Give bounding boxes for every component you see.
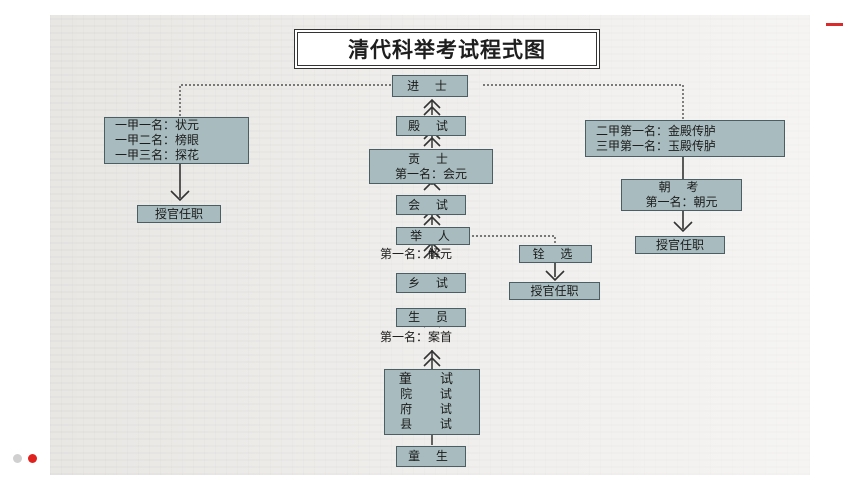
node-gongshi-title: 贡 士 [408, 151, 454, 166]
node-tongshi-yuanshi: 院 试 [400, 387, 464, 401]
juren-first-caption: 第一名：解元 [380, 247, 453, 261]
yijia-tanhua: 一甲三名：探花 [115, 148, 200, 162]
node-shengyuan: 生 员 [396, 308, 466, 327]
diagram-slide: 清代科举考试程式图 进 士 殿 试 贡 士 第一名：会元 会 试 举 人 第一名… [50, 15, 810, 475]
yijia-zhuangyuan: 一甲一名：状元 [115, 118, 200, 132]
node-shouguan-right: 授官任职 [635, 236, 725, 254]
node-tongsheng: 童 生 [396, 446, 466, 467]
node-yijia: 一甲一名：状元 一甲二名：榜眼 一甲三名：探花 [104, 117, 249, 164]
node-quanxuan: 铨 选 [519, 245, 592, 263]
node-erjia: 二甲第一名：金殿传胪 三甲第一名：玉殿传胪 [585, 120, 785, 157]
node-tongshi-xianshi: 县 试 [400, 417, 464, 431]
node-tongshi: 童 试 院 试 府 试 县 试 [384, 369, 480, 435]
shengyuan-first-caption: 第一名：案首 [380, 330, 453, 344]
node-jinshi: 进 士 [392, 75, 468, 97]
erjia-jindian: 二甲第一名：金殿传胪 [596, 123, 717, 138]
diagram-title: 清代科举考试程式图 [294, 29, 600, 69]
node-gongshi: 贡 士 第一名：会元 [369, 149, 493, 184]
node-shouguan-mid: 授官任职 [509, 282, 600, 300]
node-juren: 举 人 [396, 227, 470, 245]
node-chaokao: 朝 考 第一名：朝元 [621, 179, 742, 211]
accent-dash [826, 23, 843, 26]
yijia-bangyan: 一甲二名：榜眼 [115, 133, 200, 147]
slide-indicator-dot-active[interactable] [28, 454, 37, 463]
node-tongshi-fushi: 府 试 [400, 402, 464, 416]
slide-indicator-dot[interactable] [13, 454, 22, 463]
node-tongshi-title: 童 试 [398, 372, 466, 387]
node-shouguan-left: 授官任职 [137, 205, 221, 223]
node-chaokao-title: 朝 考 [658, 180, 705, 194]
node-chaokao-first: 第一名：朝元 [645, 195, 718, 209]
node-xiangshi: 乡 试 [396, 273, 466, 293]
node-dianshi: 殿 试 [396, 116, 466, 136]
erjia-yudian: 三甲第一名：玉殿传胪 [596, 138, 717, 153]
node-huishi: 会 试 [396, 195, 466, 215]
node-gongshi-first: 第一名：会元 [394, 166, 467, 181]
